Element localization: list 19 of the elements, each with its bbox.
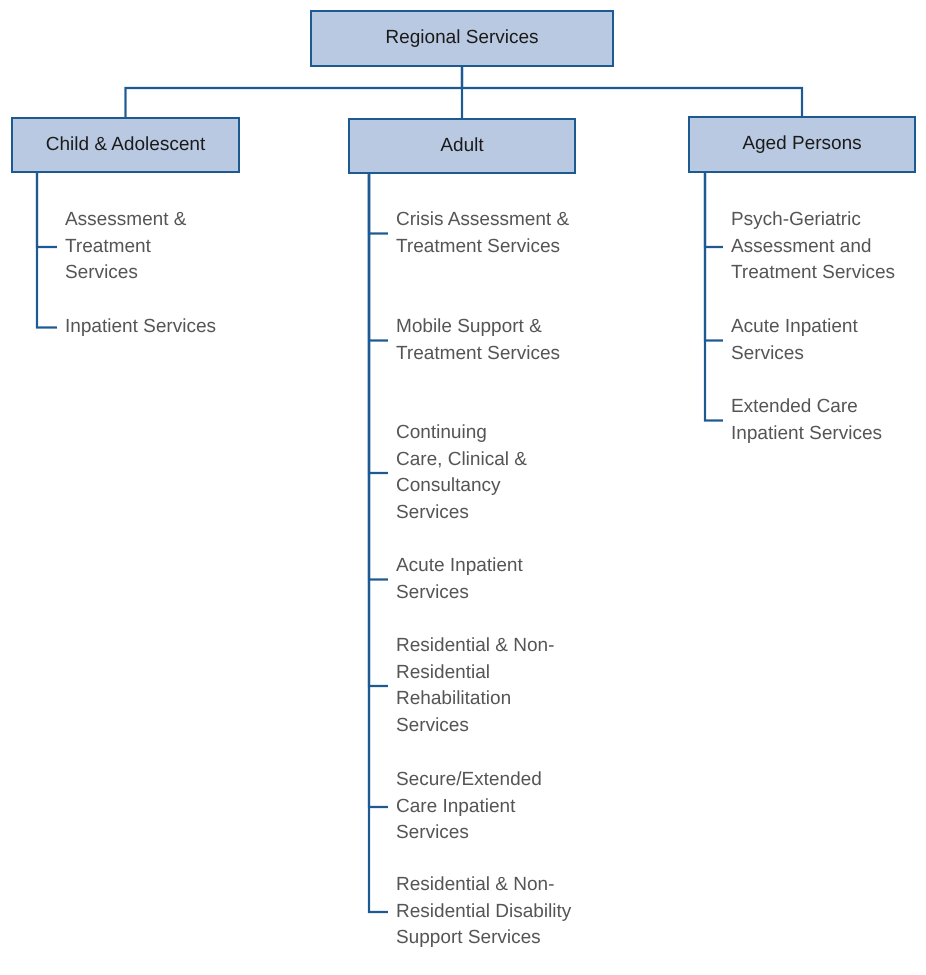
service-label: Acute Inpatient Services [731, 314, 891, 367]
org-box: Child & Adolescent [11, 117, 240, 173]
service-label: Residential & Non-Residential Rehabilitation Services [396, 633, 576, 739]
org-box: Adult [348, 118, 576, 174]
connector-line [36, 173, 57, 329]
service-label: Crisis Assessment & Treatment Services [396, 207, 576, 260]
service-label: Assessment & Treatment Services [65, 207, 215, 286]
service-label: Psych-Geriatric Assessment and Treatment Services [731, 207, 921, 286]
service-label: Acute Inpatient Services [396, 553, 556, 606]
service-label: Inpatient Services [65, 314, 245, 340]
org-box: Aged Persons [688, 116, 916, 173]
service-label: Continuing Care, Clinical & Consultancy Services [396, 420, 536, 526]
connector-line [704, 173, 723, 422]
service-label: Mobile Support & Treatment Services [396, 314, 571, 367]
service-label: Extended Care Inpatient Services [731, 394, 911, 447]
org-box: Regional Services [310, 10, 614, 67]
connector-line [460, 67, 804, 116]
service-label: Residential & Non-Residential Disability Support Services [396, 872, 576, 952]
service-label: Secure/Extended Care Inpatient Services [396, 767, 576, 846]
